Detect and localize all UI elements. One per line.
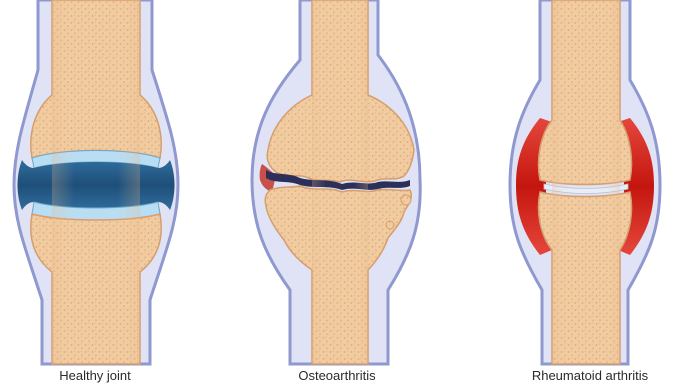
rheumatoid-arthritis-illustration [510,0,660,364]
osteo-bone-spur [386,221,394,229]
osteoarthritis-illustration [252,0,420,364]
label-osteoarthritis: Osteoarthritis [262,368,412,383]
osteo-bone-spur [401,195,411,205]
label-rheumatoid-arthritis: Rheumatoid arthritis [505,368,675,383]
healthy-joint-illustration [14,0,178,364]
label-healthy-joint: Healthy joint [20,368,170,383]
